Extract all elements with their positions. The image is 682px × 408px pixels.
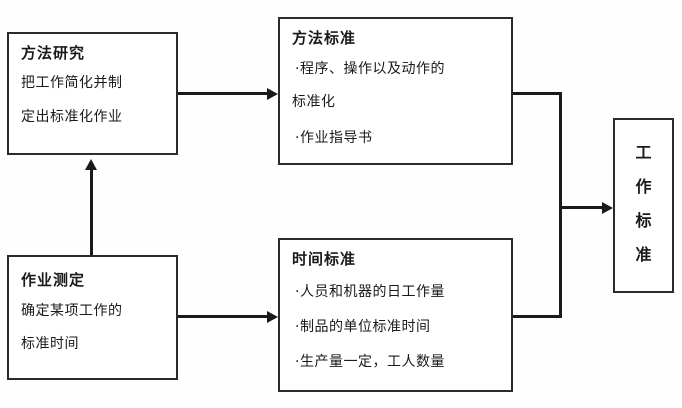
- box-work-measurement-title: 作业测定: [21, 271, 86, 289]
- box-method-standard[interactable]: 方法标准 ·程序、操作以及动作的 标准化 ·作业指导书: [278, 17, 513, 165]
- connector-bracket-spine: [559, 92, 562, 318]
- connector-bracket-to-work-standard-line: [559, 206, 605, 209]
- box-method-study[interactable]: 方法研究 把工作简化并制 定出标准化作业: [7, 32, 178, 155]
- box-method-study-line1: 把工作简化并制: [21, 75, 123, 91]
- connector-method-standard-bracket-top: [513, 92, 562, 95]
- connector-work-measurement-to-time-standard-line: [178, 315, 268, 318]
- box-work-measurement[interactable]: 作业测定 确定某项工作的 标准时间: [7, 255, 178, 380]
- box-method-study-title: 方法研究: [21, 44, 86, 62]
- connector-work-measurement-to-time-standard-arrow: [267, 311, 278, 323]
- box-time-standard-title: 时间标准: [292, 250, 357, 268]
- box-method-standard-bullet2: ·作业指导书: [295, 130, 373, 146]
- box-time-standard-bullet2: ·制品的单位标准时间: [295, 319, 431, 335]
- box-method-standard-title: 方法标准: [292, 29, 357, 47]
- box-work-standard-text: 工 作 标 准: [635, 143, 652, 264]
- box-work-measurement-line2: 标准时间: [21, 336, 79, 352]
- box-work-standard[interactable]: 工 作 标 准: [613, 118, 674, 293]
- box-time-standard-bullet3: ·生产量一定，工人数量: [295, 354, 445, 370]
- box-method-study-line2: 定出标准化作业: [21, 109, 123, 125]
- connector-method-study-to-method-standard-arrow: [267, 88, 278, 100]
- connector-method-study-to-method-standard-line: [178, 92, 268, 95]
- box-time-standard-bullet1: ·人员和机器的日工作量: [295, 284, 445, 300]
- box-time-standard[interactable]: 时间标准 ·人员和机器的日工作量 ·制品的单位标准时间 ·生产量一定，工人数量: [278, 238, 513, 392]
- box-work-measurement-line1: 确定某项工作的: [21, 303, 123, 319]
- box-method-standard-bullet1-continued: 标准化: [292, 94, 336, 110]
- connector-work-measurement-to-method-study-arrow: [85, 159, 97, 170]
- connector-work-measurement-to-method-study-line: [90, 170, 93, 255]
- connector-time-standard-bracket-bottom: [513, 315, 562, 318]
- connector-bracket-to-work-standard-arrow: [602, 202, 613, 214]
- box-method-standard-bullet1: ·程序、操作以及动作的: [295, 61, 445, 77]
